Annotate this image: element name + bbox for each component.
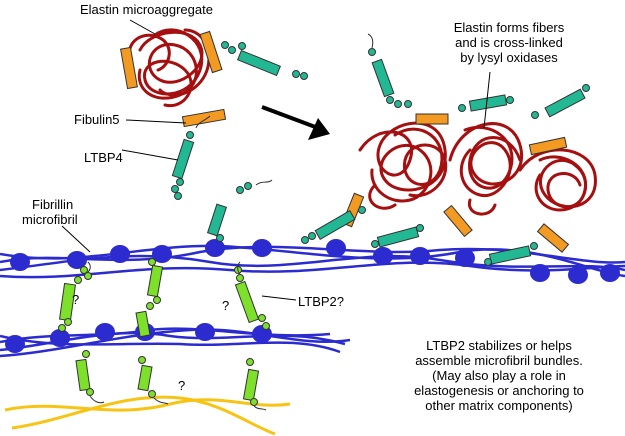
label-ltbp2: LTBP2? <box>298 294 345 309</box>
ltbp2-note-line-4: elastogenesis or anchoring to <box>414 383 584 398</box>
ltbp4-molecules <box>171 33 590 266</box>
transition-arrow <box>261 105 330 140</box>
label-elastin-fibers: Elastin forms fibers and is cross-linked… <box>430 20 588 65</box>
elastin-fibers-line-1: Elastin forms fibers <box>453 20 565 35</box>
matrix-strands <box>4 395 291 436</box>
ltbp2-note: LTBP2 stabilizes or helps assemble micro… <box>380 338 618 413</box>
ltbp2-note-line-2: assemble microfibril bundles. <box>415 353 583 368</box>
fibrillin-line-1: Fibrillin <box>32 197 74 212</box>
ltbp2-molecules <box>58 258 270 411</box>
question-mark-3: ? <box>178 378 186 393</box>
label-ltbp4: LTBP4 <box>84 150 123 165</box>
elastin-fibers-line-3: by lysyl oxidases <box>460 50 558 65</box>
elastin-microaggregate <box>127 28 211 108</box>
label-fibulin5: Fibulin5 <box>74 112 120 127</box>
question-mark-2: ? <box>222 298 230 313</box>
label-fibrillin-microfibril: Fibrillin microfibril <box>22 197 78 227</box>
fibrillin-line-2: microfibril <box>22 212 78 227</box>
question-mark-1: ? <box>72 292 80 307</box>
leader-lines <box>61 19 491 301</box>
ltbp2-note-line-3: (May also play a role in <box>432 368 566 383</box>
elastin-fiber <box>358 121 597 216</box>
ltbp2-note-line-5: other matrix components) <box>425 398 573 413</box>
ltbp2-note-line-1: LTBP2 stabilizes or helps <box>426 338 572 353</box>
label-elastin-microaggregate: Elastin microaggregate <box>80 2 213 17</box>
upper-fibrillin-beads <box>10 239 620 284</box>
elastin-fibers-line-2: and is cross-linked <box>455 35 563 50</box>
